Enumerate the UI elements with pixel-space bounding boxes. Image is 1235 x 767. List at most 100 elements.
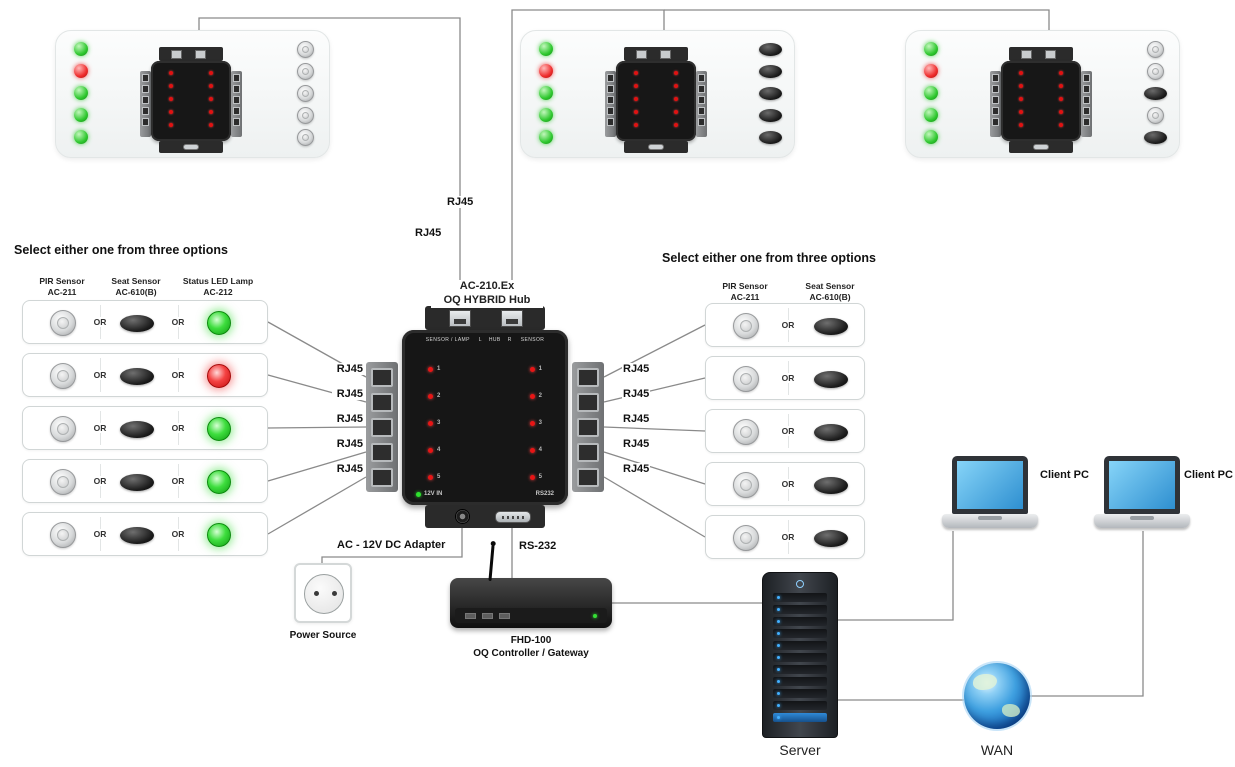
rj45-strip-left: [990, 71, 1001, 137]
option-row: OR OR: [22, 353, 268, 397]
right-options-heading: Select either one from three options: [662, 251, 876, 265]
status-led-lamp-icon: [207, 364, 231, 388]
rj45-strip-left: [366, 362, 398, 492]
seat-sensor-icon: [814, 371, 848, 388]
status-led: [924, 64, 938, 78]
hub-panel-header: SENSOR / LAMP L HUB R SENSOR: [425, 337, 545, 343]
client-pc-1: [942, 456, 1038, 530]
pir-sensor-icon: [50, 416, 76, 442]
status-led: [924, 108, 938, 122]
sensor-icon: [1147, 63, 1164, 80]
hub-uplink-ports: [1009, 47, 1073, 61]
power-source-label: Power Source: [289, 630, 357, 641]
or-label: OR: [167, 529, 189, 539]
pir-sensor-icon: [50, 363, 76, 389]
or-label: OR: [777, 373, 799, 383]
sensor-icon: [297, 41, 314, 58]
status-led: [924, 130, 938, 144]
rj45-strip-left: [140, 71, 151, 137]
controller-front-ports: [455, 608, 607, 623]
left-options-heading: Select either one from three options: [14, 243, 228, 257]
seat-sensor-icon: [814, 424, 848, 441]
status-led-lamp-icon: [207, 417, 231, 441]
pir-sensor-icon: [50, 522, 76, 548]
rj45-label: RJ45: [414, 227, 443, 239]
or-label: OR: [777, 479, 799, 489]
rj45-label: RJ45: [332, 438, 364, 450]
or-label: OR: [167, 317, 189, 327]
hub-body: [1001, 61, 1081, 141]
or-label: OR: [167, 370, 189, 380]
seat-sensor-icon: [120, 421, 154, 438]
server-tower: [762, 572, 838, 738]
pir-sensor-icon: [50, 469, 76, 495]
seat-sensor-icon: [814, 530, 848, 547]
rj45-strip-right: [572, 362, 604, 492]
sensor-icon: [297, 129, 314, 146]
sensor-icon: [297, 85, 314, 102]
status-led: [924, 42, 938, 56]
or-label: OR: [167, 423, 189, 433]
rj45-label: RJ45: [622, 463, 651, 475]
hub-title: AC-210.Ex OQ HYBRID Hub: [431, 280, 543, 308]
status-led: [74, 42, 88, 56]
status-led: [924, 86, 938, 100]
rj45-strip-left: [605, 71, 616, 137]
power-outlet: [294, 563, 352, 623]
pir-sensor-icon: [733, 525, 759, 551]
status-led: [74, 86, 88, 100]
rj45-label: RJ45: [446, 196, 475, 208]
status-led: [74, 130, 88, 144]
sensor-icon: [297, 107, 314, 124]
status-led: [539, 86, 553, 100]
controller-label: FHD-100 OQ Controller / Gateway: [473, 635, 589, 659]
or-label: OR: [89, 529, 111, 539]
zone-panel-1: [55, 30, 330, 158]
sensor-icon: [1147, 107, 1164, 124]
laptop-keyboard: [1094, 514, 1190, 528]
hub-bottom-labels: 12V IN RS232: [416, 491, 554, 497]
seat-sensor-icon: [120, 315, 154, 332]
or-label: OR: [777, 320, 799, 330]
status-led-lamp-icon: [207, 311, 231, 335]
dc-jack: [455, 509, 470, 524]
pir-sensor-icon: [50, 310, 76, 336]
status-led: [539, 108, 553, 122]
client-pc-label: Client PC: [1040, 469, 1089, 481]
power-led: [416, 491, 421, 497]
seat-sensor-icon: [120, 474, 154, 491]
server-power-button: [773, 580, 827, 590]
wan-label: WAN: [980, 742, 1014, 758]
laptop-screen: [952, 456, 1028, 514]
rj45-strip-right: [1081, 71, 1092, 137]
rj45-strip-right: [696, 71, 707, 137]
seat-sensor-icon: [814, 477, 848, 494]
status-led: [74, 64, 88, 78]
pir-sensor-icon: [733, 472, 759, 498]
hub-body: [151, 61, 231, 141]
hub-serial-flange: [624, 141, 688, 153]
rj45-port-r: [501, 310, 523, 327]
pir-sensor-icon: [733, 419, 759, 445]
rs232-label: RS-232: [518, 540, 558, 552]
hub-serial-flange: [159, 141, 223, 153]
ac-adapter-label: AC - 12V DC Adapter: [336, 539, 447, 551]
or-label: OR: [777, 532, 799, 542]
option-row: OR OR: [22, 459, 268, 503]
hub-serial-flange: [1009, 141, 1073, 153]
seat-sensor-icon: [120, 527, 154, 544]
or-label: OR: [89, 370, 111, 380]
sensor-icon: [759, 43, 782, 56]
or-label: OR: [777, 426, 799, 436]
rj45-strip-right: [231, 71, 242, 137]
client-pc-2: [1094, 456, 1190, 530]
status-led-lamp-icon: [207, 470, 231, 494]
option-row: OR: [705, 515, 865, 559]
sensor-icon: [759, 65, 782, 78]
or-label: OR: [167, 476, 189, 486]
sensor-icon: [1144, 131, 1167, 144]
status-led: [539, 130, 553, 144]
or-label: OR: [89, 476, 111, 486]
